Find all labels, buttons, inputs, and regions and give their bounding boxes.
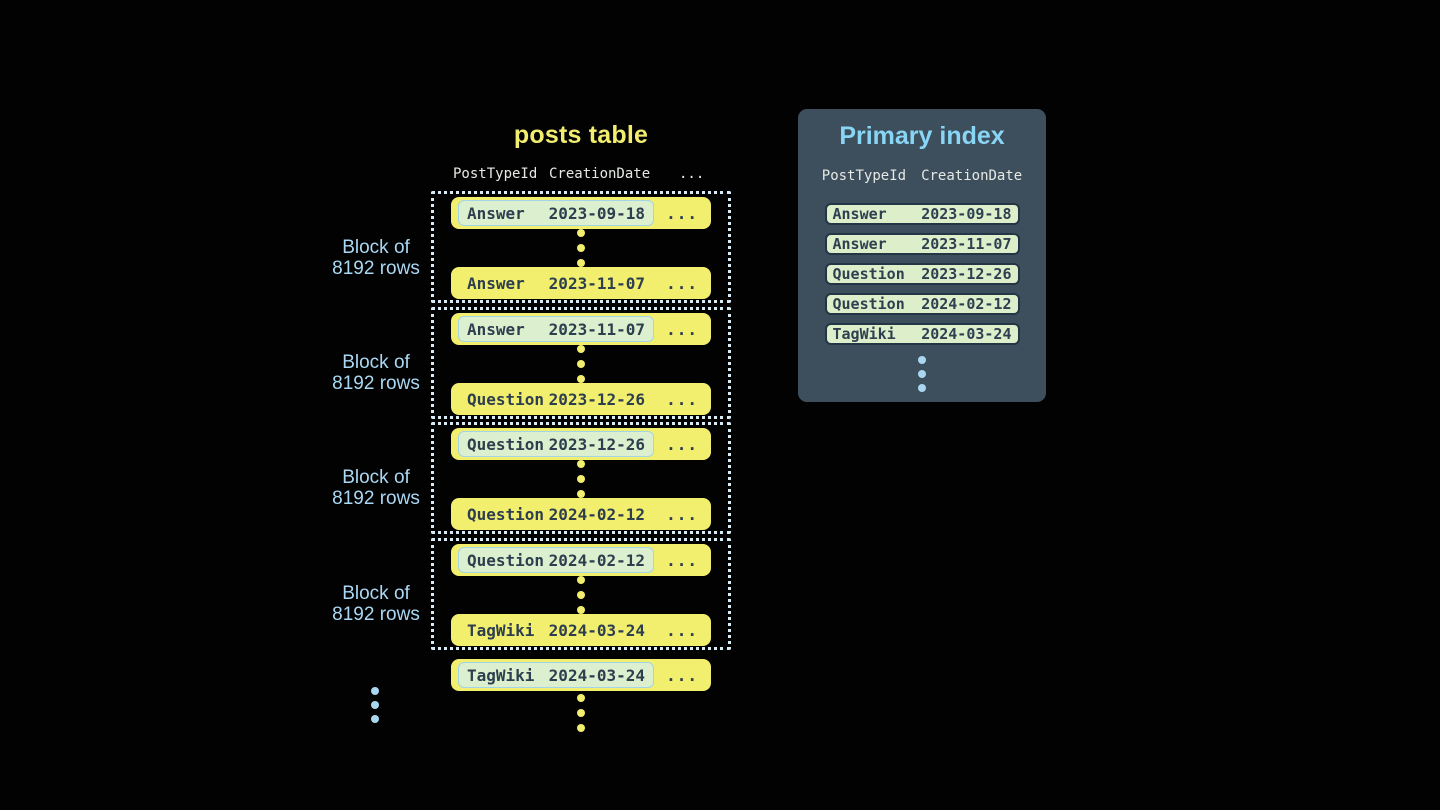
creation-date: 2023-09-18 bbox=[921, 205, 1012, 223]
row-values: Question 2024-02-12 bbox=[458, 501, 654, 527]
block-label-line2: 8192 rows bbox=[332, 373, 420, 394]
post-type: TagWiki bbox=[467, 620, 535, 640]
row-values: Answer 2023-11-07 bbox=[458, 270, 654, 296]
table-row: TagWiki 2024-03-24 ... bbox=[451, 614, 711, 646]
row-more-columns: ... bbox=[666, 434, 698, 454]
posts-block-1: Answer 2023-09-18 ... Answer 2023-11-07 … bbox=[431, 191, 731, 303]
row-more-columns: ... bbox=[666, 389, 698, 409]
index-entry: Answer 2023-09-18 bbox=[824, 203, 1020, 225]
table-row: Question 2023-12-26 ... bbox=[451, 383, 711, 415]
posts-column-more: ... bbox=[679, 166, 705, 182]
block-label-2: Block of 8192 rows bbox=[316, 352, 436, 394]
block-label-1: Block of 8192 rows bbox=[316, 237, 436, 279]
row-more-columns: ... bbox=[666, 665, 698, 685]
creation-date: 2023-12-26 bbox=[548, 434, 645, 454]
creation-date: 2023-11-07 bbox=[548, 273, 645, 293]
ellipsis-dots bbox=[577, 576, 585, 614]
row-more-columns: ... bbox=[666, 203, 698, 223]
block-label-line1: Block of bbox=[342, 237, 410, 258]
primary-index-panel: Primary index PostTypeId CreationDate An… bbox=[798, 109, 1046, 402]
post-type: Answer bbox=[832, 205, 887, 223]
block-label-line1: Block of bbox=[342, 467, 410, 488]
ellipsis-dots bbox=[577, 345, 585, 383]
row-more-columns: ... bbox=[666, 273, 698, 293]
block-label-line2: 8192 rows bbox=[332, 488, 420, 509]
row-more-columns: ... bbox=[666, 319, 698, 339]
indexed-row-highlight: TagWiki 2024-03-24 bbox=[458, 662, 654, 688]
index-entry: Answer 2023-11-07 bbox=[824, 233, 1020, 255]
creation-date: 2024-03-24 bbox=[921, 325, 1012, 343]
row-more-columns: ... bbox=[666, 620, 698, 640]
table-row-overflow: TagWiki 2024-03-24 ... bbox=[451, 659, 711, 691]
post-type: Question bbox=[467, 550, 545, 570]
primary-index-rows: Answer 2023-09-18 Answer 2023-11-07 Ques… bbox=[798, 203, 1046, 345]
post-type: Answer bbox=[832, 235, 887, 253]
creation-date: 2023-12-26 bbox=[548, 389, 645, 409]
index-column-posttypeid: PostTypeId bbox=[821, 168, 907, 184]
more-index-entries-dots bbox=[918, 356, 926, 392]
index-entry: TagWiki 2024-03-24 bbox=[824, 323, 1020, 345]
creation-date: 2024-02-12 bbox=[921, 295, 1012, 313]
table-row: Answer 2023-09-18 ... bbox=[451, 197, 711, 229]
primary-index-title: Primary index bbox=[839, 122, 1005, 150]
post-type: Answer bbox=[467, 319, 525, 339]
creation-date: 2024-02-12 bbox=[548, 504, 645, 524]
table-row: Answer 2023-11-07 ... bbox=[451, 313, 711, 345]
block-label-line1: Block of bbox=[342, 583, 410, 604]
row-values: TagWiki 2024-03-24 bbox=[458, 617, 654, 643]
block-label-line2: 8192 rows bbox=[332, 258, 420, 279]
post-type: Question bbox=[832, 295, 905, 313]
indexed-row-highlight: Question 2024-02-12 bbox=[458, 547, 654, 573]
posts-block-3: Question 2023-12-26 ... Question 2024-02… bbox=[431, 422, 731, 534]
primary-index-headers: PostTypeId CreationDate bbox=[798, 168, 1046, 184]
table-row: Question 2024-02-12 ... bbox=[451, 544, 711, 576]
creation-date: 2023-11-07 bbox=[548, 319, 645, 339]
indexed-row-highlight: Question 2023-12-26 bbox=[458, 431, 654, 457]
post-type: Answer bbox=[467, 203, 525, 223]
indexed-row-highlight: Answer 2023-11-07 bbox=[458, 316, 654, 342]
more-rows-dots bbox=[577, 694, 585, 732]
index-entry: Question 2023-12-26 bbox=[824, 263, 1020, 285]
table-row: Question 2024-02-12 ... bbox=[451, 498, 711, 530]
table-row: Question 2023-12-26 ... bbox=[451, 428, 711, 460]
post-type: Question bbox=[467, 434, 545, 454]
block-label-4: Block of 8192 rows bbox=[316, 583, 436, 625]
index-column-creationdate: CreationDate bbox=[921, 168, 1023, 184]
creation-date: 2024-03-24 bbox=[548, 665, 645, 685]
block-label-line1: Block of bbox=[342, 352, 410, 373]
posts-block-4: Question 2024-02-12 ... TagWiki 2024-03-… bbox=[431, 538, 731, 650]
ellipsis-dots bbox=[577, 229, 585, 267]
block-label-3: Block of 8192 rows bbox=[316, 467, 436, 509]
block-label-line2: 8192 rows bbox=[332, 604, 420, 625]
creation-date: 2023-11-07 bbox=[921, 235, 1012, 253]
indexed-row-highlight: Answer 2023-09-18 bbox=[458, 200, 654, 226]
index-entry: Question 2024-02-12 bbox=[824, 293, 1020, 315]
more-blocks-dots bbox=[371, 687, 379, 723]
creation-date: 2024-02-12 bbox=[548, 550, 645, 570]
post-type: Answer bbox=[467, 273, 525, 293]
posts-block-2: Answer 2023-11-07 ... Question 2023-12-2… bbox=[431, 307, 731, 419]
posts-column-creationdate: CreationDate bbox=[549, 166, 651, 182]
post-type: Question bbox=[467, 389, 545, 409]
posts-table-title: posts table bbox=[513, 121, 649, 149]
creation-date: 2024-03-24 bbox=[548, 620, 645, 640]
posts-column-posttypeid: PostTypeId bbox=[453, 166, 538, 182]
table-row: Answer 2023-11-07 ... bbox=[451, 267, 711, 299]
creation-date: 2023-12-26 bbox=[921, 265, 1012, 283]
row-more-columns: ... bbox=[666, 504, 698, 524]
post-type: Question bbox=[467, 504, 545, 524]
row-more-columns: ... bbox=[666, 550, 698, 570]
row-values: Question 2023-12-26 bbox=[458, 386, 654, 412]
post-type: TagWiki bbox=[467, 665, 535, 685]
post-type: TagWiki bbox=[832, 325, 896, 343]
post-type: Question bbox=[832, 265, 905, 283]
ellipsis-dots bbox=[577, 460, 585, 498]
creation-date: 2023-09-18 bbox=[548, 203, 645, 223]
